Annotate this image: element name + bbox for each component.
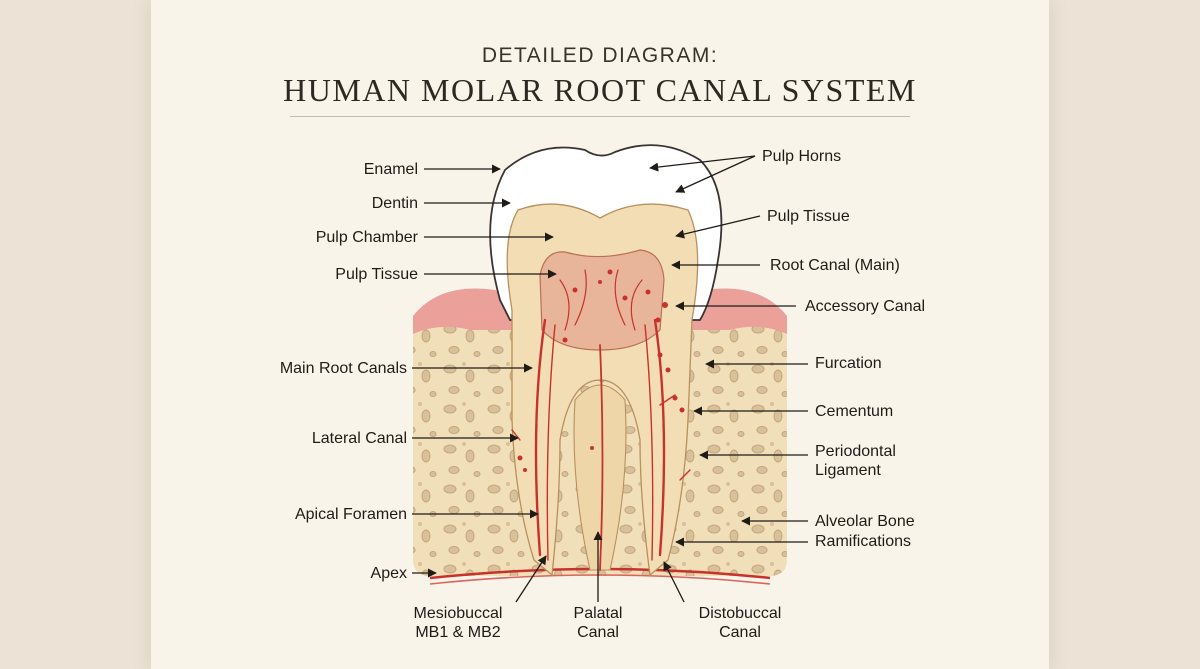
label-periodontal-ligament-line2: Ligament [815,462,881,479]
label-pulp-tissue-right: Pulp Tissue [767,208,850,225]
label-ramifications: Ramifications [815,533,912,550]
label-periodontal-ligament-line1: Periodontal [815,443,896,460]
label-apical-foramen: Apical Foramen [294,506,407,523]
label-mesiobuccal-line2: MB1 & MB2 [415,624,501,641]
label-lateral-canal: Lateral Canal [311,430,407,447]
label-accessory-canal: Accessory Canal [805,298,926,315]
label-pulp-horns: Pulp Horns [762,148,842,165]
label-apex: Apex [370,565,407,582]
leader-lines [412,155,808,603]
label-distobuccal-line1: Distobuccal [698,605,782,622]
pulp-vessel-dots [517,269,685,472]
label-distobuccal-line2: Canal [719,624,761,641]
label-mesiobuccal-line1: Mesiobuccal [413,605,503,622]
label-alveolar-bone: Alveolar Bone [815,513,915,530]
label-cementum: Cementum [815,403,894,420]
label-enamel: Enamel [363,161,418,178]
label-palatal-line2: Canal [577,624,619,641]
label-dentin: Dentin [371,195,418,212]
label-pulp-tissue-left: Pulp Tissue [335,266,418,283]
root-canals [511,269,691,571]
label-pulp-chamber: Pulp Chamber [315,229,418,246]
label-root-canal-main: Root Canal (Main) [770,257,900,274]
diagram-subtitle: DETAILED DIAGRAM: [481,44,719,67]
diagram-title: HUMAN MOLAR ROOT CANAL SYSTEM [283,72,917,108]
label-furcation: Furcation [815,355,882,372]
label-palatal-line1: Palatal [573,605,623,622]
label-main-root-canals: Main Root Canals [279,360,407,377]
title-divider [290,116,910,117]
